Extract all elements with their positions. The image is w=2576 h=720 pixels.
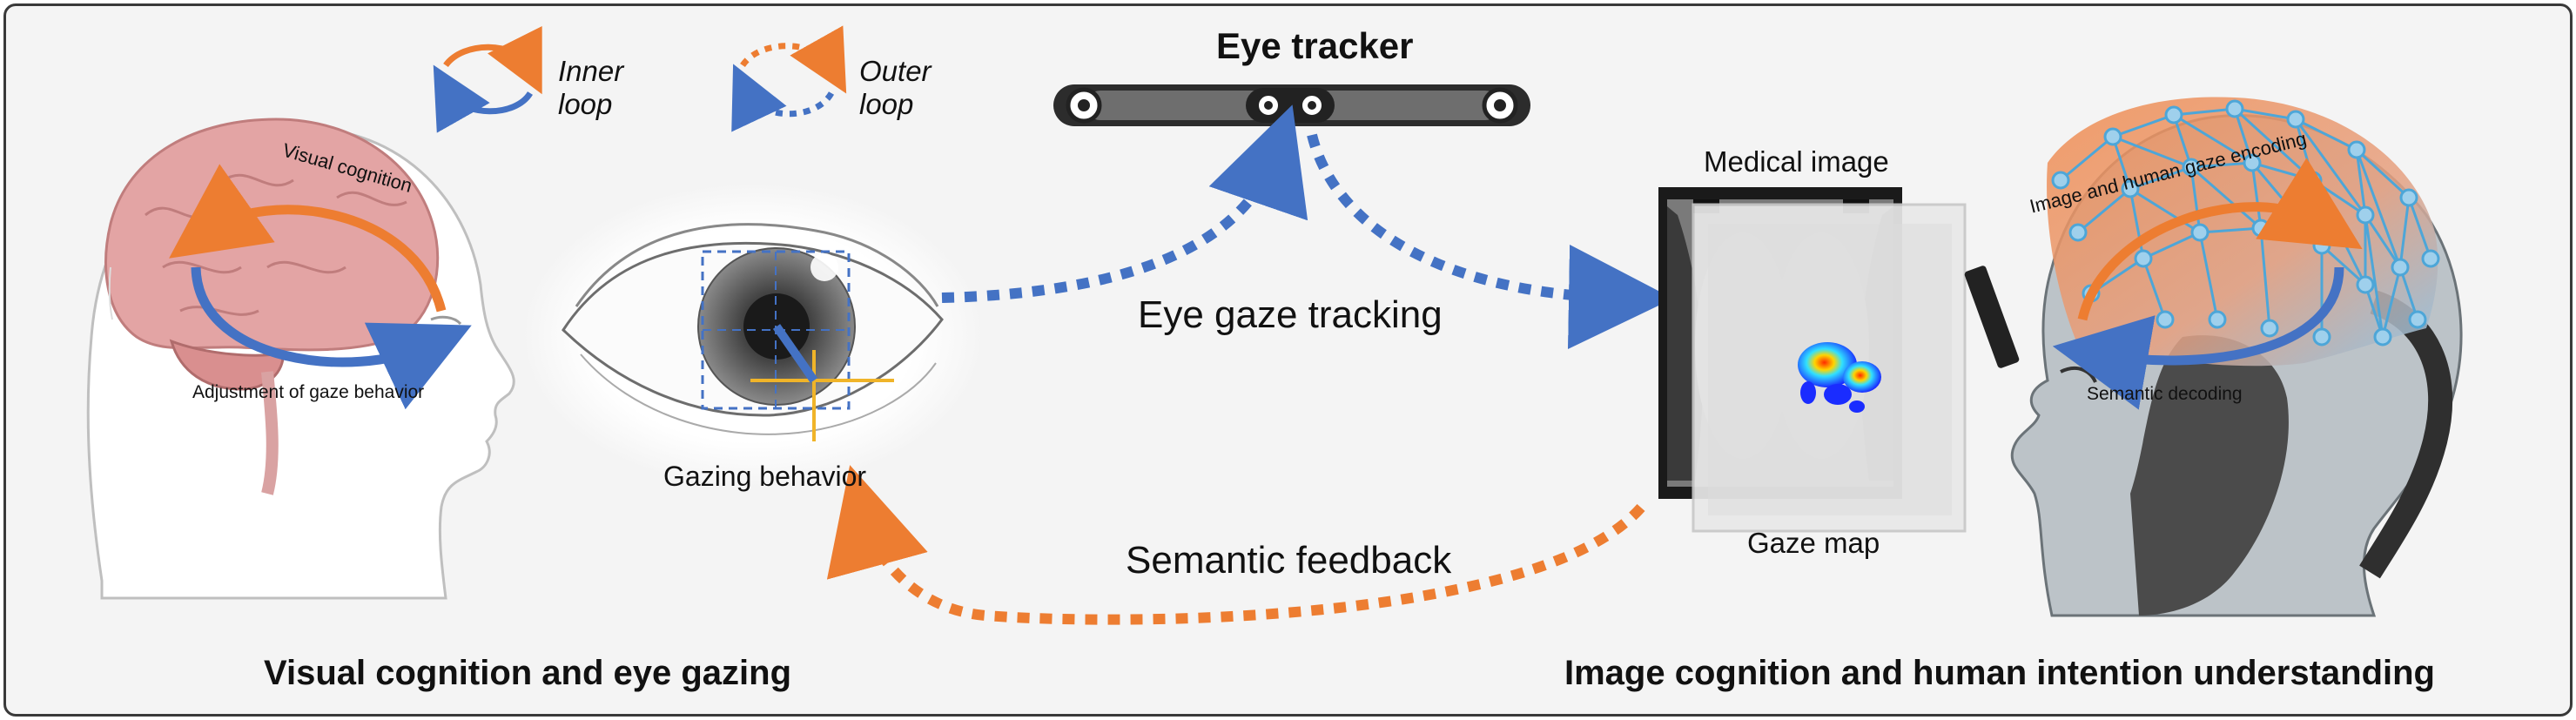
encoding-arrow — [2077, 158, 2363, 321]
outer-loop-legend-icon — [731, 25, 847, 132]
right-section-title: Image cognition and human intention unde… — [1564, 654, 2435, 692]
gaze-map-label: Gaze map — [1747, 527, 1880, 559]
semantic-feedback-arrow — [826, 465, 1645, 625]
outer-loop-label-line1: Outer — [859, 55, 932, 87]
medical-image-stack — [1658, 187, 1967, 533]
tracker-to-image-arrow — [1307, 133, 1673, 349]
eye-illustration — [522, 183, 984, 488]
gaze-adjustment-arrow — [191, 266, 472, 410]
eye-tracker-device — [1053, 84, 1530, 126]
semantic-decoding-label: Semantic decoding — [2087, 384, 2243, 404]
gazing-behavior-label: Gazing behavior — [663, 461, 867, 492]
eye-tracker-title: Eye tracker — [1216, 25, 1414, 66]
semantic-feedback-label: Semantic feedback — [1126, 539, 1452, 582]
visual-cognition-arrow — [169, 164, 447, 313]
inner-loop-label-line1: Inner — [558, 55, 624, 87]
medical-image-label: Medical image — [1704, 145, 1889, 178]
diagram-graphics — [86, 25, 2463, 625]
gaze-adjustment-label: Adjustment of gaze behavior — [192, 382, 425, 402]
inner-loop-legend: Inner loop — [558, 55, 623, 121]
left-section-title: Visual cognition and eye gazing — [264, 654, 792, 692]
eye-to-tracker-arrow — [941, 104, 1308, 303]
decoding-arrow — [2052, 266, 2344, 410]
outer-loop-label-line2: loop — [859, 88, 914, 120]
inner-loop-legend-icon — [433, 26, 542, 133]
inner-loop-label-line2: loop — [558, 88, 613, 120]
eye-gaze-tracking-label: Eye gaze tracking — [1138, 293, 1443, 336]
outer-loop-legend: Outer loop — [859, 55, 932, 121]
diagram-frame: Eye tracker Eye gaze tracking Semantic f… — [3, 3, 2573, 717]
